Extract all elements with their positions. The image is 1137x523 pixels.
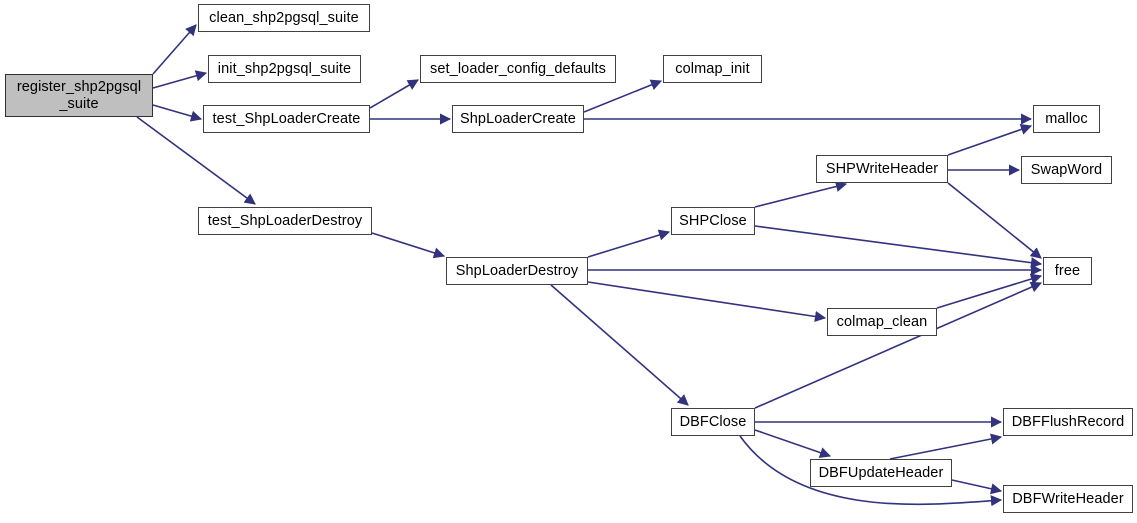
node-label: clean_shp2pgsql_suite xyxy=(209,9,359,26)
node-label: free xyxy=(1054,262,1081,279)
node-label: set_loader_config_defaults xyxy=(430,60,606,77)
edge-ShpLoaderDestroy-to-SHPClose xyxy=(587,229,671,258)
node-ShpLoaderDestroy[interactable]: ShpLoaderDestroy xyxy=(446,257,588,285)
node-label: init_shp2pgsql_suite xyxy=(217,60,352,77)
edge-ShpLoaderDestroy-to-colmap_clean xyxy=(587,281,827,323)
node-label: colmap_init xyxy=(675,60,750,77)
edge-register_shp2pgsql_suite-to-clean_shp2pgsql_suite xyxy=(152,24,197,75)
edge-ShpLoaderCreate-to-colmap_init xyxy=(583,79,663,113)
node-register_shp2pgsql_suite[interactable]: register_shp2pgsql _suite xyxy=(5,74,153,117)
node-label: DBFFlushRecord xyxy=(1011,413,1125,430)
node-SHPClose[interactable]: SHPClose xyxy=(671,207,755,235)
node-label: DBFWriteHeader xyxy=(1012,490,1124,507)
edge-test_ShpLoaderDestroy-to-ShpLoaderDestroy xyxy=(371,232,446,259)
node-label: SwapWord xyxy=(1030,161,1103,178)
node-label: register_shp2pgsql _suite xyxy=(16,79,142,112)
edge-DBFClose-to-DBFUpdateHeader xyxy=(754,429,832,458)
node-colmap_init[interactable]: colmap_init xyxy=(663,55,762,83)
edge-DBFUpdateHeader-to-DBFFlushRecord xyxy=(889,433,1003,460)
node-set_loader_config_defaults[interactable]: set_loader_config_defaults xyxy=(420,55,616,83)
node-test_ShpLoaderDestroy[interactable]: test_ShpLoaderDestroy xyxy=(198,207,372,235)
node-DBFWriteHeader[interactable]: DBFWriteHeader xyxy=(1003,485,1133,513)
node-label: malloc xyxy=(1045,110,1088,127)
node-DBFFlushRecord[interactable]: DBFFlushRecord xyxy=(1003,408,1133,436)
edge-SHPClose-to-free xyxy=(754,225,1043,269)
node-free[interactable]: free xyxy=(1043,257,1092,285)
node-DBFClose[interactable]: DBFClose xyxy=(671,408,755,436)
node-SHPWriteHeader[interactable]: SHPWriteHeader xyxy=(816,155,948,183)
edge-DBFUpdateHeader-to-DBFWriteHeader xyxy=(951,479,1003,495)
edge-DBFClose-to-free xyxy=(754,281,1043,409)
edge-register_shp2pgsql_suite-to-test_ShpLoaderCreate xyxy=(152,104,203,122)
edge-colmap_clean-to-free xyxy=(936,273,1043,309)
node-test_ShpLoaderCreate[interactable]: test_ShpLoaderCreate xyxy=(203,105,370,133)
node-ShpLoaderCreate[interactable]: ShpLoaderCreate xyxy=(452,105,584,133)
node-label: SHPWriteHeader xyxy=(825,160,939,177)
node-init_shp2pgsql_suite[interactable]: init_shp2pgsql_suite xyxy=(208,55,361,83)
edge-SHPWriteHeader-to-free xyxy=(947,182,1042,259)
edge-test_ShpLoaderCreate-to-set_loader_config_defaults xyxy=(369,79,419,109)
node-label: ShpLoaderDestroy xyxy=(455,262,579,279)
node-label: test_ShpLoaderDestroy xyxy=(207,212,363,229)
node-label: SHPClose xyxy=(679,212,747,229)
node-clean_shp2pgsql_suite[interactable]: clean_shp2pgsql_suite xyxy=(198,4,370,32)
edge-register_shp2pgsql_suite-to-init_shp2pgsql_suite xyxy=(152,70,208,89)
edge-SHPWriteHeader-to-malloc xyxy=(947,124,1033,156)
edge-ShpLoaderDestroy-to-DBFClose xyxy=(550,284,689,406)
node-DBFUpdateHeader[interactable]: DBFUpdateHeader xyxy=(810,459,952,487)
edge-SHPClose-to-SHPWriteHeader xyxy=(754,181,848,208)
node-label: DBFUpdateHeader xyxy=(818,464,944,481)
node-label: ShpLoaderCreate xyxy=(460,110,576,127)
node-label: DBFClose xyxy=(679,413,747,430)
node-colmap_clean[interactable]: colmap_clean xyxy=(827,308,937,336)
node-label: test_ShpLoaderCreate xyxy=(212,110,361,127)
node-SwapWord[interactable]: SwapWord xyxy=(1021,156,1112,184)
node-label: colmap_clean xyxy=(836,313,928,330)
node-malloc[interactable]: malloc xyxy=(1033,105,1100,133)
